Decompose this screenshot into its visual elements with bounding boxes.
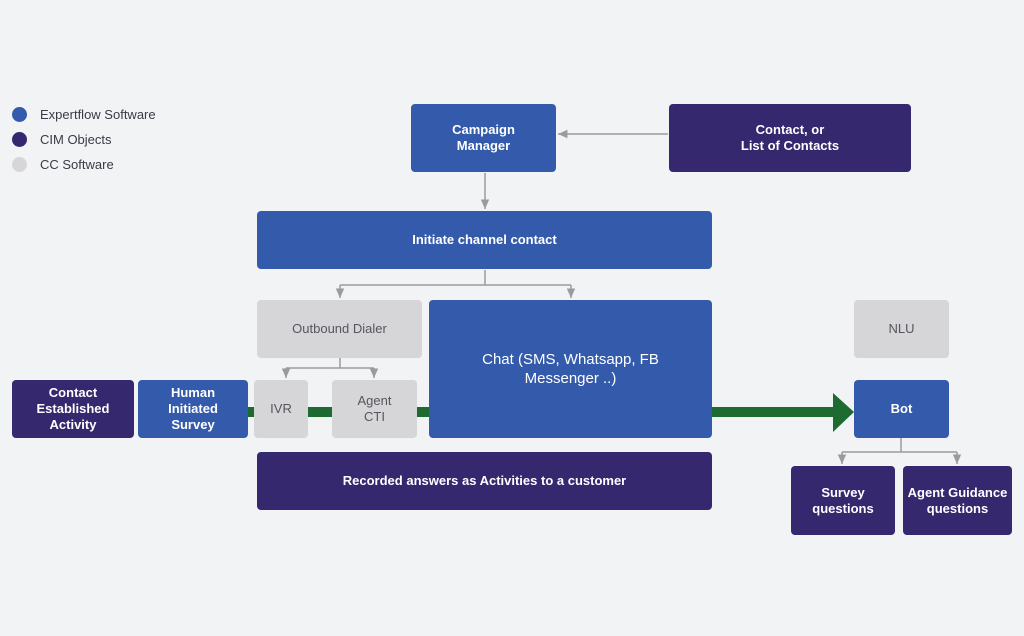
contact-established-node: Contact Established Activity [12, 380, 134, 438]
arrow-bot-split [842, 438, 957, 453]
legend-dot-expertflow [12, 107, 27, 122]
legend-dot-cc [12, 157, 27, 172]
flow-bar-right [711, 407, 835, 417]
recorded-answers-node: Recorded answers as Activities to a cust… [257, 452, 712, 510]
campaign-manager-node: Campaign Manager [411, 104, 556, 172]
initiate-contact-node: Initiate channel contact [257, 211, 712, 269]
agent-cti-node: Agent CTI [332, 380, 417, 438]
legend-label: CC Software [40, 157, 114, 172]
legend-item-cim: CIM Objects [12, 127, 156, 152]
chat-node: Chat (SMS, Whatsapp, FB Messenger ..) [429, 300, 712, 438]
contacts-node: Contact, or List of Contacts [669, 104, 911, 172]
legend: Expertflow Software CIM Objects CC Softw… [12, 102, 156, 177]
human-survey-node: Human Initiated Survey [138, 380, 248, 438]
flow-arrowhead [833, 393, 854, 432]
survey-questions-node: Survey questions [791, 466, 895, 535]
arrow-initiate-split [340, 270, 571, 286]
nlu-node: NLU [854, 300, 949, 358]
legend-item-expertflow: Expertflow Software [12, 102, 156, 127]
arrow-dialer-split [286, 358, 374, 369]
legend-label: CIM Objects [40, 132, 112, 147]
legend-item-cc: CC Software [12, 152, 156, 177]
agent-guidance-node: Agent Guidance questions [903, 466, 1012, 535]
legend-label: Expertflow Software [40, 107, 156, 122]
ivr-node: IVR [254, 380, 308, 438]
bot-node: Bot [854, 380, 949, 438]
outbound-dialer-node: Outbound Dialer [257, 300, 422, 358]
legend-dot-cim [12, 132, 27, 147]
